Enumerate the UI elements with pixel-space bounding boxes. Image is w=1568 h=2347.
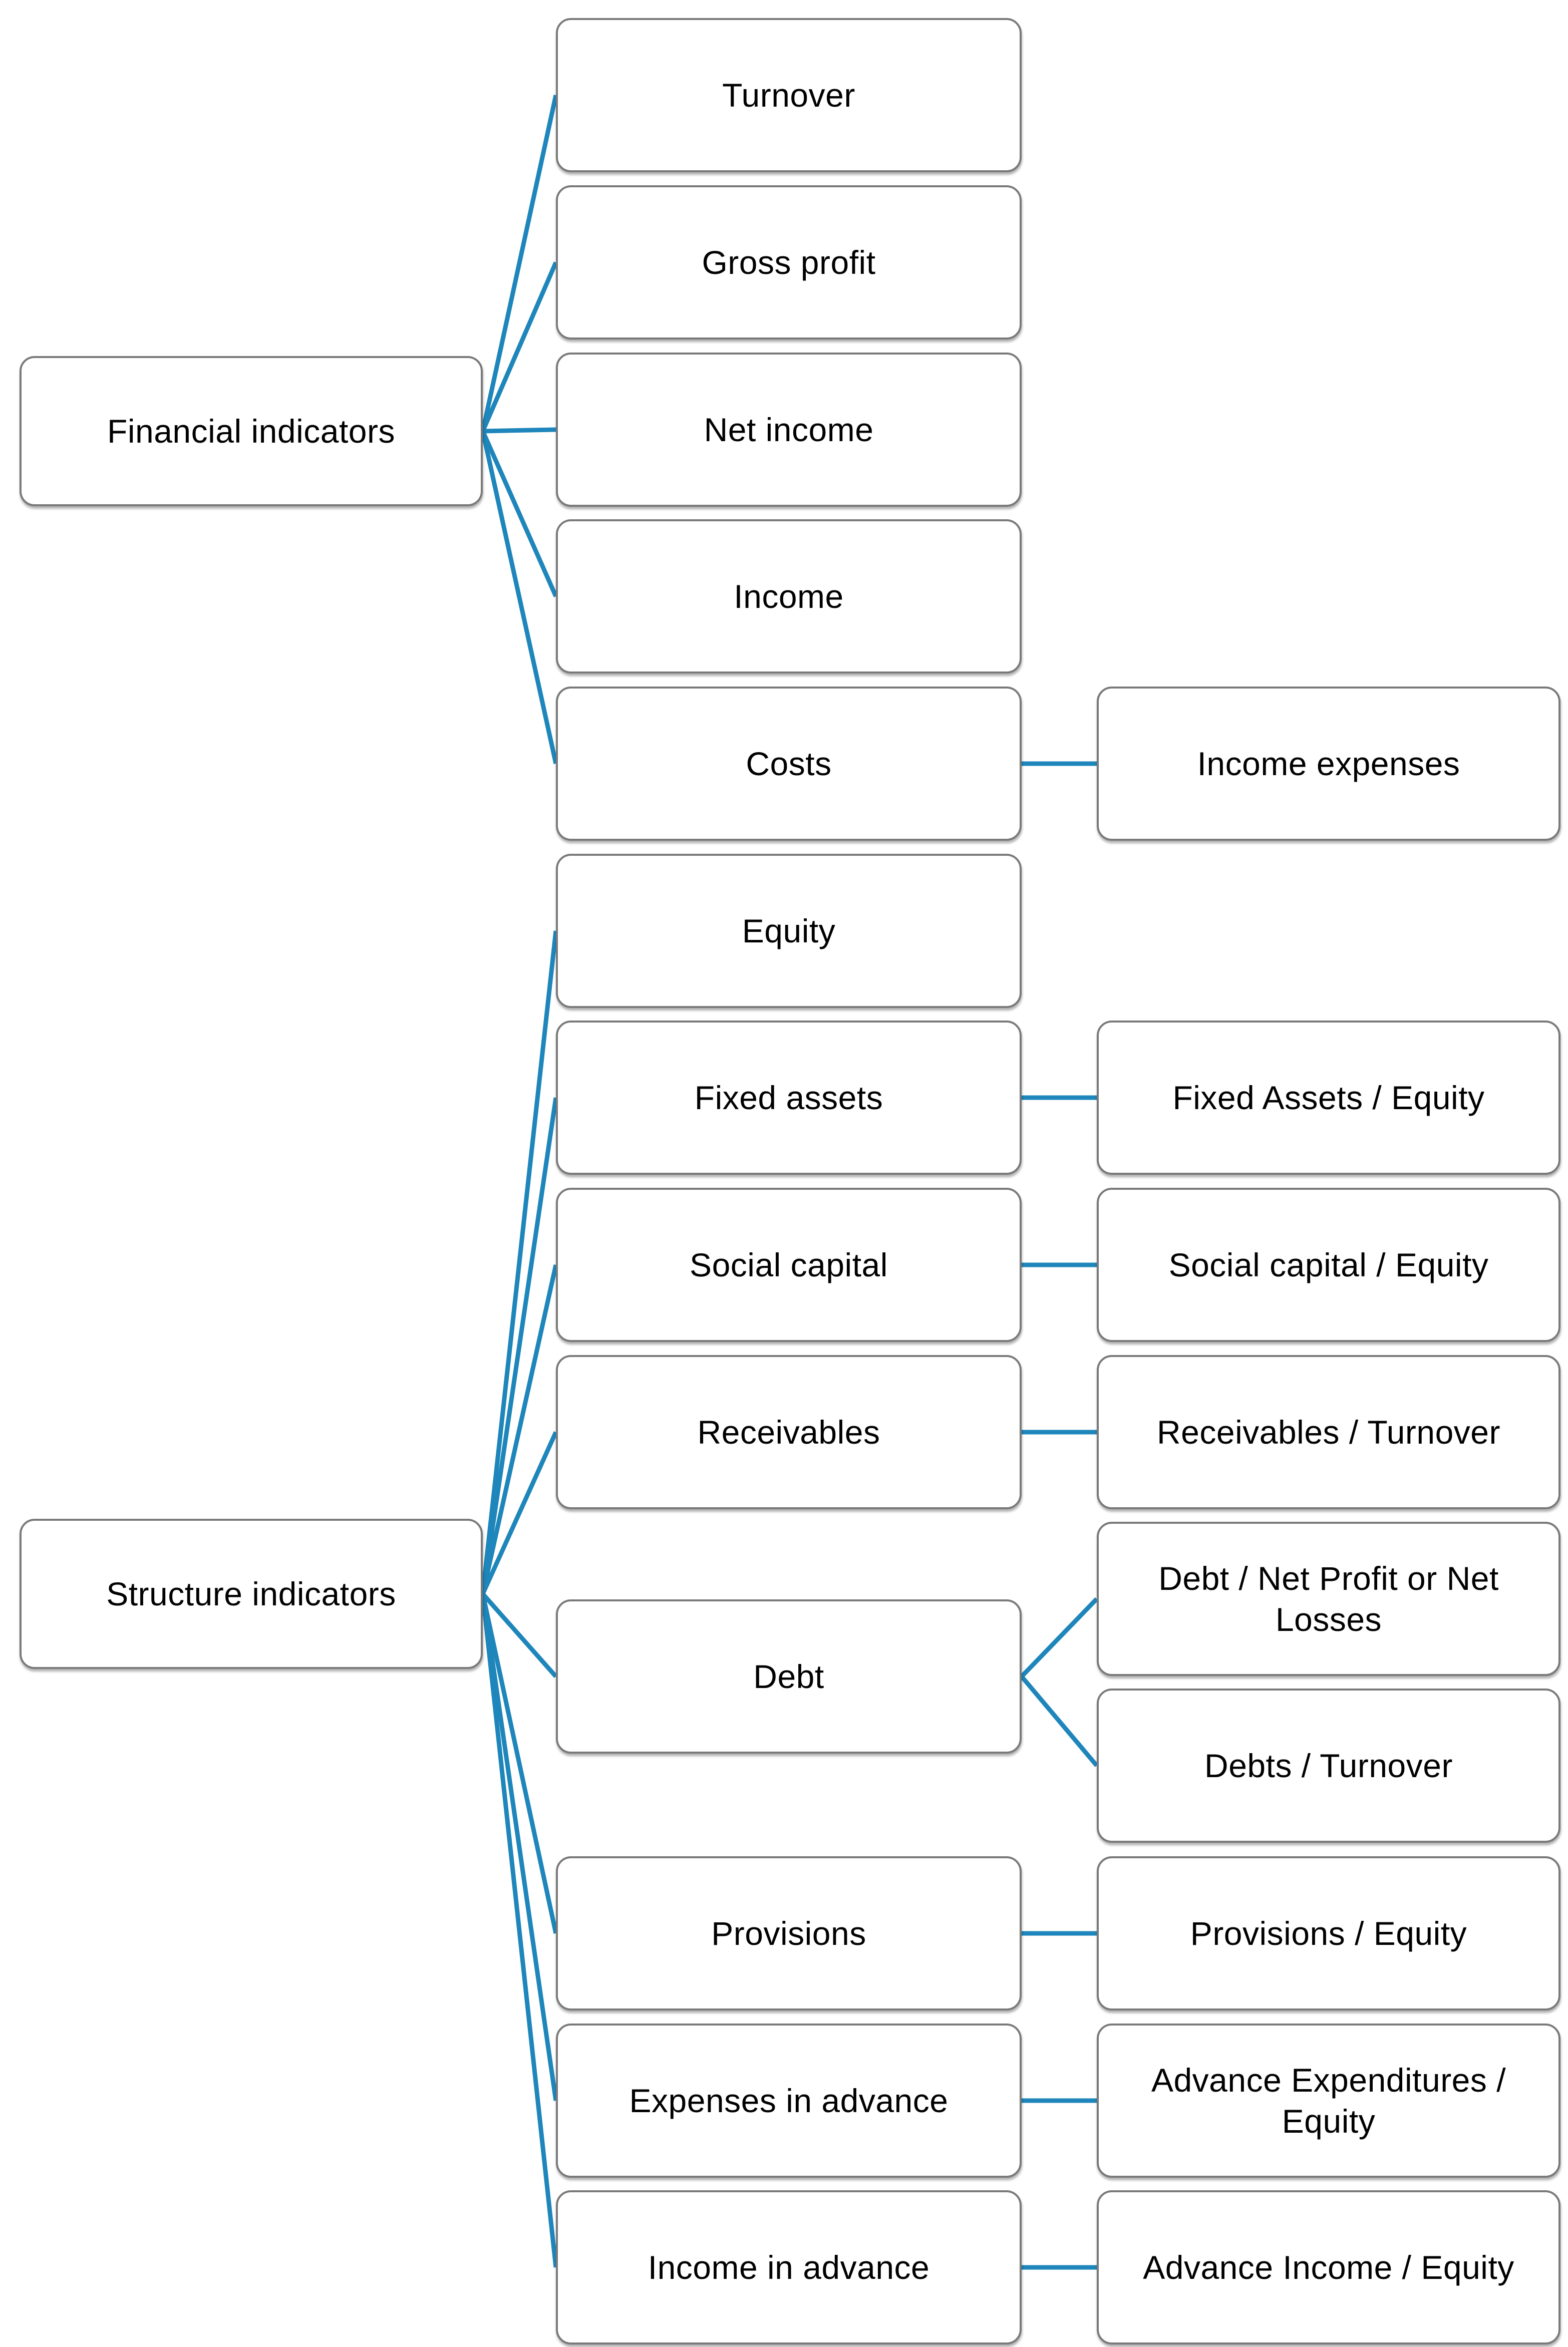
node-social-capital: Social capital <box>556 1188 1022 1342</box>
node-costs: Costs <box>556 687 1022 841</box>
node-income-expenses-label: Income expenses <box>1197 745 1460 782</box>
node-fixed-assets: Fixed assets <box>556 1021 1022 1175</box>
node-receivables: Receivables <box>556 1355 1022 1509</box>
node-income-in-advance: Income in advance <box>556 2190 1022 2344</box>
node-advance-expenditures-equity-label: Advance Expenditures / Equity <box>1151 2061 1506 2140</box>
node-advance-income-equity: Advance Income / Equity <box>1097 2190 1560 2344</box>
edge-financial-net-income <box>482 427 556 434</box>
edge-structure-provisions <box>480 1593 558 1934</box>
node-social-capital-label: Social capital <box>690 1246 888 1283</box>
edge-financial-gross-profit <box>480 261 558 432</box>
node-debt-label: Debt <box>753 1657 824 1695</box>
node-provisions-equity: Provisions / Equity <box>1097 1856 1560 2010</box>
node-receivables-turnover-label: Receivables / Turnover <box>1157 1413 1500 1451</box>
edge-structure-social-capital <box>480 1264 558 1594</box>
edge-financial-income <box>480 430 558 597</box>
node-costs-label: Costs <box>746 745 832 782</box>
node-structure-indicators: Structure indicators <box>20 1519 483 1669</box>
node-expenses-in-advance: Expenses in advance <box>556 2024 1022 2178</box>
node-debts-turnover: Debts / Turnover <box>1097 1689 1560 1843</box>
node-income-expenses: Income expenses <box>1097 687 1560 841</box>
node-income: Income <box>556 519 1022 674</box>
node-debt-net-profit-or-net-losses: Debt / Net Profit or Net Losses <box>1097 1522 1560 1676</box>
node-equity: Equity <box>556 854 1022 1008</box>
node-turnover: Turnover <box>556 18 1022 172</box>
node-structure-indicators-label: Structure indicators <box>106 1575 396 1612</box>
node-social-capital-equity-label: Social capital / Equity <box>1168 1246 1489 1283</box>
node-provisions-equity-label: Provisions / Equity <box>1190 1914 1467 1952</box>
edge-structure-equity <box>480 930 558 1594</box>
node-fixed-assets-equity: Fixed Assets / Equity <box>1097 1021 1560 1175</box>
node-turnover-label: Turnover <box>722 76 855 114</box>
edge-financial-costs <box>480 431 558 764</box>
node-financial-indicators-label: Financial indicators <box>107 412 395 450</box>
node-debts-turnover-label: Debts / Turnover <box>1204 1747 1453 1784</box>
edge-debt-debts-turnover <box>1020 1675 1099 1767</box>
node-receivables-label: Receivables <box>697 1413 880 1451</box>
node-net-income-label: Net income <box>704 411 874 448</box>
node-gross-profit: Gross profit <box>556 185 1022 340</box>
node-expenses-in-advance-label: Expenses in advance <box>629 2082 949 2119</box>
node-debt-net-profit-or-net-losses-label: Debt / Net Profit or Net Losses <box>1158 1559 1499 1638</box>
node-receivables-turnover: Receivables / Turnover <box>1097 1355 1560 1509</box>
edge-structure-receivables <box>480 1431 558 1595</box>
edge-structure-income-in-advance <box>480 1593 558 2268</box>
node-advance-income-equity-label: Advance Income / Equity <box>1143 2248 1514 2286</box>
node-income-label: Income <box>734 577 844 615</box>
node-fixed-assets-label: Fixed assets <box>694 1079 883 1116</box>
edge-structure-expenses-in-advance <box>480 1593 558 2101</box>
node-gross-profit-label: Gross profit <box>702 243 876 281</box>
node-debt: Debt <box>556 1599 1022 1754</box>
edge-structure-debt <box>481 1592 558 1678</box>
node-income-in-advance-label: Income in advance <box>648 2248 930 2286</box>
node-advance-expenditures-equity: Advance Expenditures / Equity <box>1097 2024 1560 2178</box>
node-provisions-label: Provisions <box>711 1914 866 1952</box>
node-fixed-assets-equity-label: Fixed Assets / Equity <box>1172 1079 1485 1116</box>
node-provisions: Provisions <box>556 1856 1022 2010</box>
edge-debt-net-profit-or-net-losses <box>1020 1597 1099 1679</box>
edge-financial-turnover <box>480 95 558 432</box>
node-social-capital-equity: Social capital / Equity <box>1097 1188 1560 1342</box>
node-equity-label: Equity <box>742 912 836 949</box>
node-financial-indicators: Financial indicators <box>20 356 483 506</box>
edge-structure-fixed-assets <box>480 1097 558 1594</box>
node-net-income: Net income <box>556 353 1022 507</box>
